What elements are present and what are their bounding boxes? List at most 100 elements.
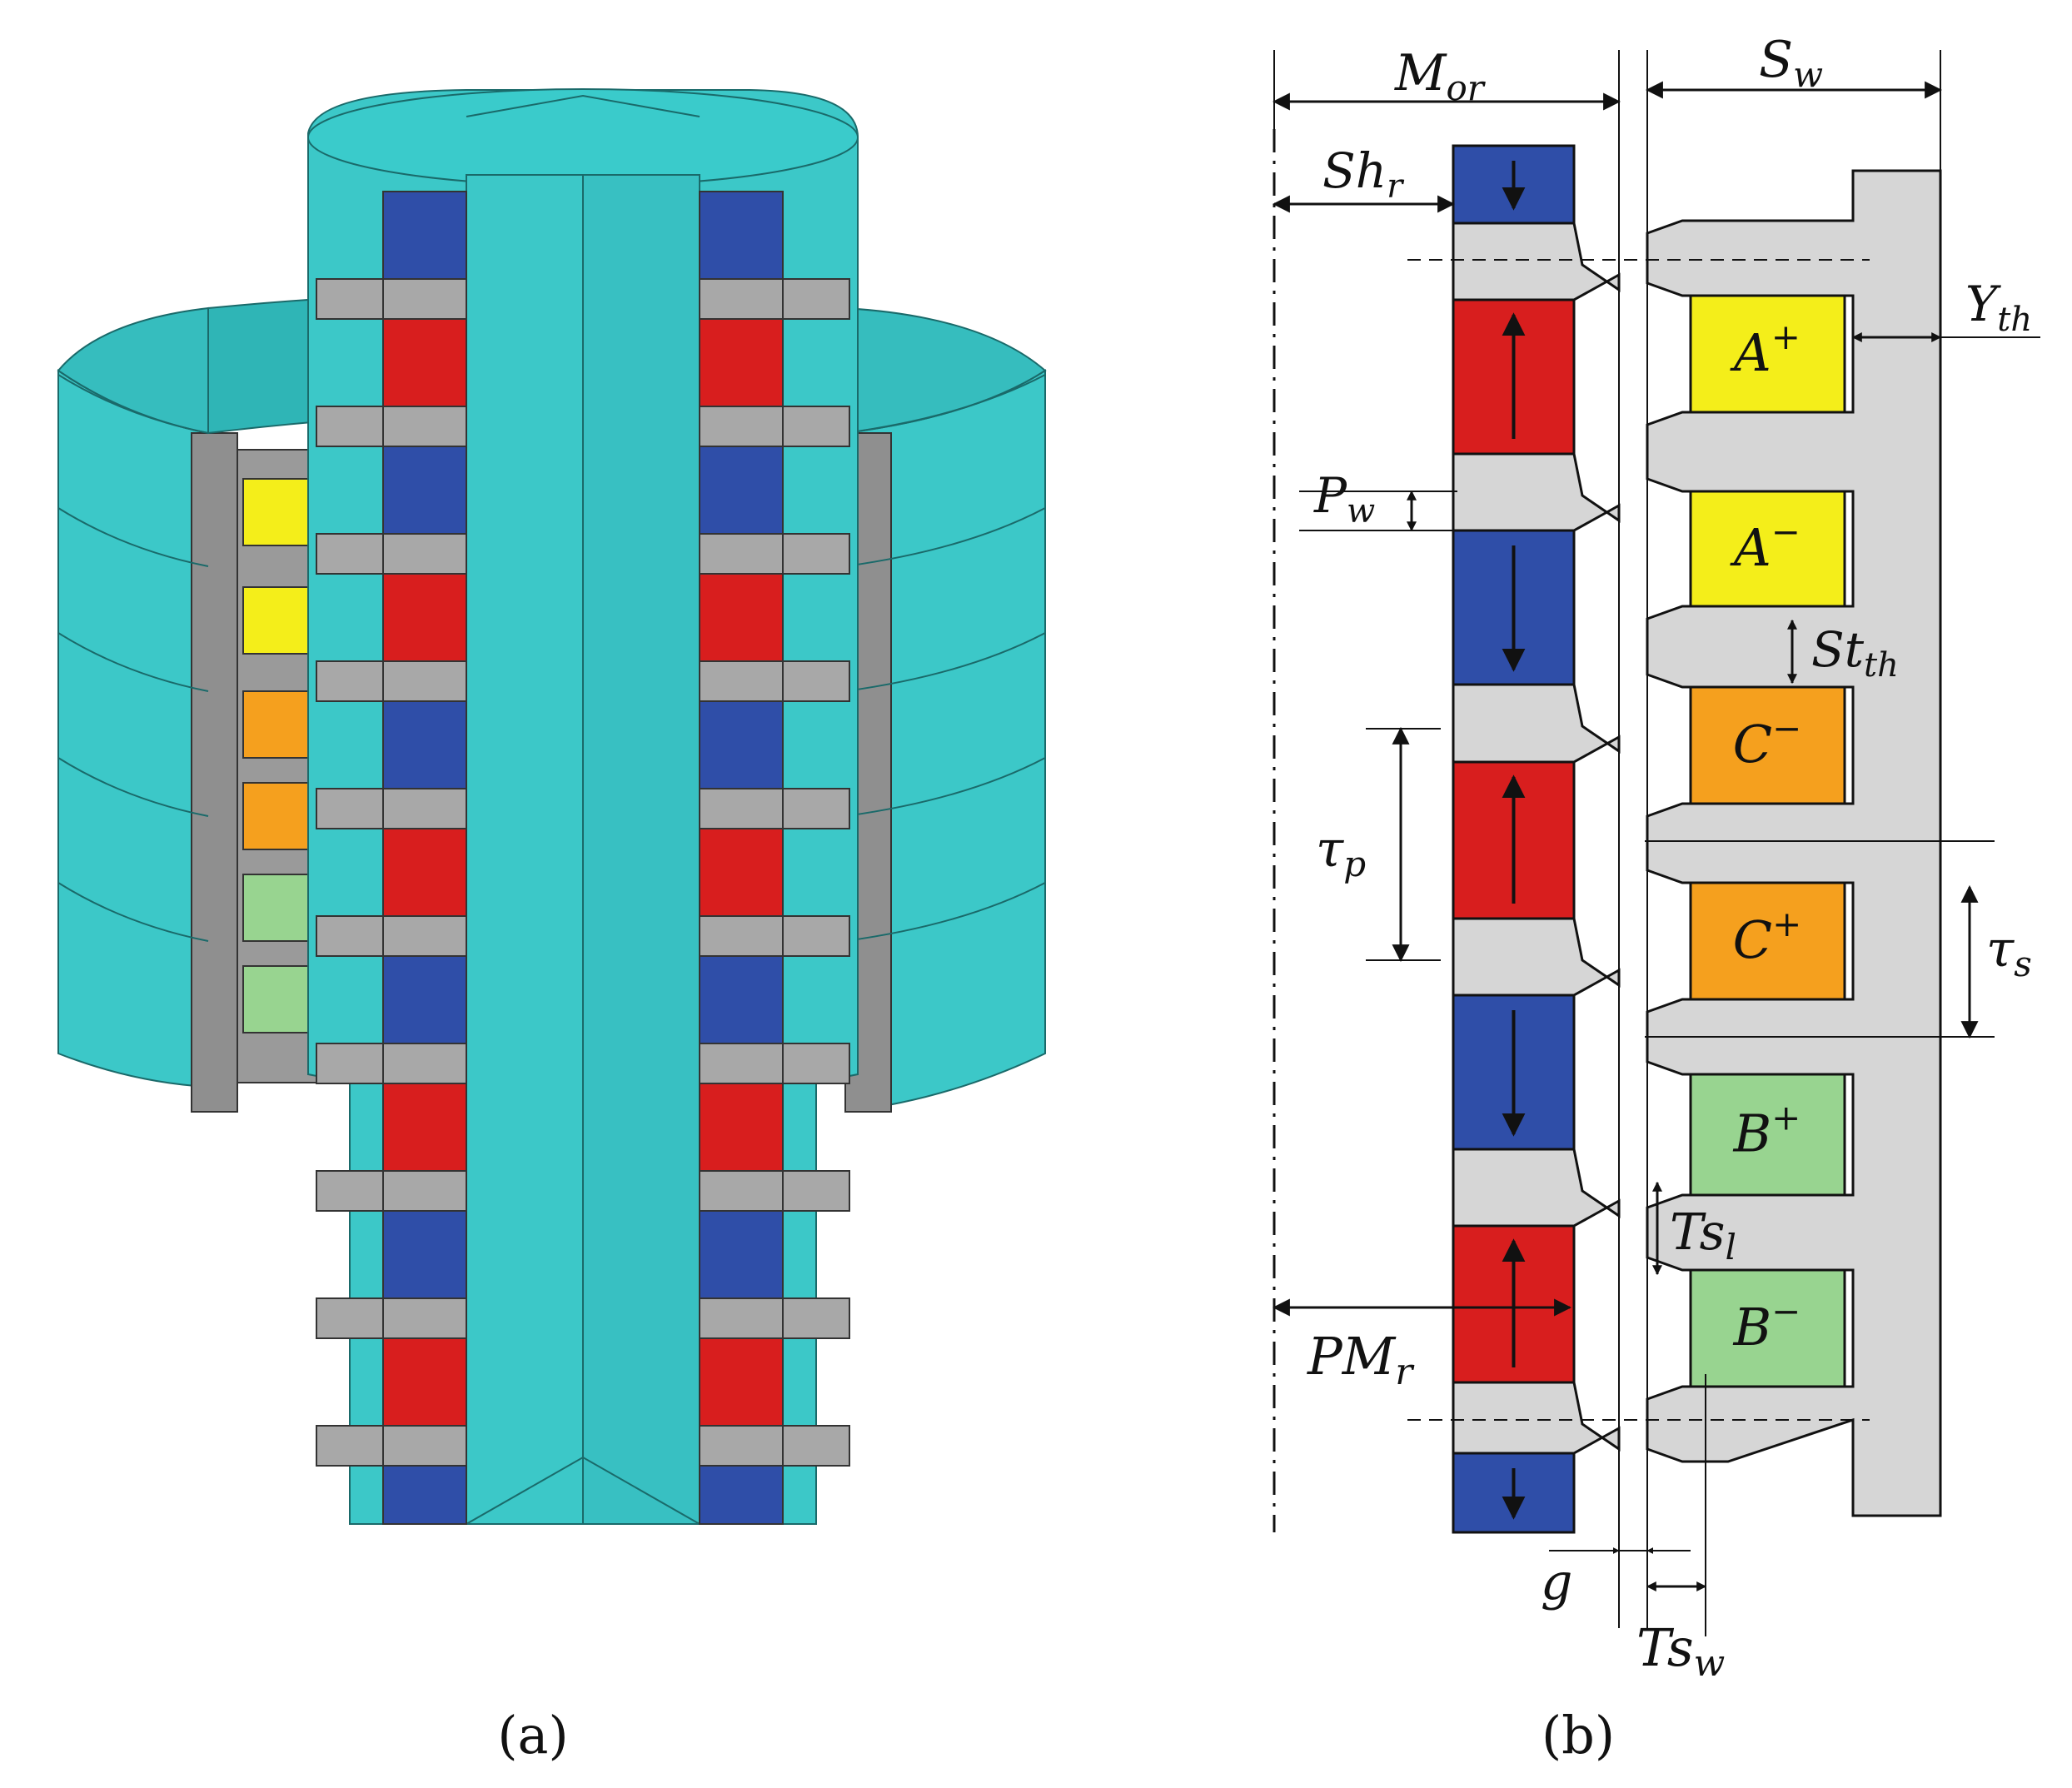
translator-segment-right: [699, 573, 784, 662]
stator-ring-line-right: [844, 632, 1046, 692]
translator-segment-left: [382, 278, 467, 320]
translator-pole-right: [782, 1297, 850, 1339]
shaft-left-face: [466, 174, 584, 1525]
translator-segment-left: [382, 533, 467, 575]
translator-pole-right: [782, 915, 850, 957]
translator-segment-right: [699, 191, 784, 280]
translator-pole-left: [316, 278, 384, 320]
translator-segment-left: [382, 406, 467, 447]
translator-segment-right: [699, 955, 784, 1044]
stator-ring-line-left: [57, 632, 209, 692]
stator-ring-line-right: [844, 757, 1046, 817]
translator-pole-left: [316, 1043, 384, 1084]
translator-magnet-stack: [316, 191, 850, 1525]
translator-segment-left: [382, 915, 467, 957]
coil-label: A+: [1730, 316, 1801, 383]
coil-label: A−: [1730, 511, 1801, 578]
translator-pole-right: [782, 533, 850, 575]
translator-segment-left: [382, 788, 467, 829]
translator-segment-right: [699, 446, 784, 535]
translator-segment-left: [382, 1297, 467, 1339]
stator-ring-line-left: [57, 374, 209, 434]
translator-segment-right: [699, 915, 784, 957]
stator-ring-lines: [57, 374, 1046, 942]
translator-segment-right: [699, 1210, 784, 1299]
translator-segment-left: [382, 1465, 467, 1525]
translator-segment-right: [699, 406, 784, 447]
translator-pole-left: [316, 406, 384, 447]
magnets: [1452, 144, 1576, 1534]
translator-segment-left: [382, 1170, 467, 1212]
label-M-or: Mor: [1394, 44, 1487, 108]
translator-segment-left: [382, 1043, 467, 1084]
translator-segment-left: [382, 700, 467, 789]
label-Ts-w: Tsw: [1636, 1617, 1725, 1685]
translator-segment-right: [699, 1170, 784, 1212]
stator-left-half: [57, 306, 238, 1113]
coil-C: [1689, 881, 1846, 1001]
translator-segment-left: [382, 318, 467, 407]
translator-segment-left: [382, 1210, 467, 1299]
label-PM-r: PMr: [1307, 1326, 1415, 1393]
translator-segment-left: [382, 191, 467, 280]
translator-pole-right: [782, 1425, 850, 1467]
translator-pole-right: [782, 406, 850, 447]
translator-segment-right: [699, 1297, 784, 1339]
label-Y-th: Yth: [1965, 276, 2032, 339]
panel-b-schematic: A+A−C−C+B+B− Mor Sw Shr Yth Pw Stth: [1272, 31, 2040, 1766]
coil-label: B−: [1733, 1291, 1801, 1357]
translator-segment-left: [382, 955, 467, 1044]
stator-ring-line-left: [57, 507, 209, 567]
label-P-w: Pw: [1313, 467, 1375, 530]
caption-a: (a): [497, 1705, 568, 1766]
translator-pole-right: [782, 278, 850, 320]
stator-ring-line-right: [844, 882, 1046, 942]
translator-segment-right: [699, 1425, 784, 1467]
translator-segment-left: [382, 446, 467, 535]
translator-segment-right: [699, 1465, 784, 1525]
translator-segment-right: [699, 318, 784, 407]
coil-B: [1689, 1073, 1846, 1197]
translator-pole-right: [782, 1170, 850, 1212]
translator-segment-right: [699, 278, 784, 320]
shaft-right-face: [582, 174, 700, 1525]
translator-pole-left: [316, 1425, 384, 1467]
translator-pole-right: [782, 1043, 850, 1084]
translator-pole-left: [316, 1297, 384, 1339]
coil-A: [1689, 294, 1846, 414]
translator-pole-left: [316, 660, 384, 702]
translator-segment-left: [382, 1425, 467, 1467]
translator-segment-right: [699, 533, 784, 575]
translator-segment-right: [699, 700, 784, 789]
coil-label: B+: [1733, 1098, 1801, 1164]
caption-b: (b): [1542, 1705, 1615, 1766]
coil-C: [1689, 685, 1846, 805]
label-g: g: [1541, 1553, 1572, 1611]
translator-pole-left: [316, 915, 384, 957]
translator-segment-left: [382, 573, 467, 662]
translator-pole-left: [316, 533, 384, 575]
translator-pole-left: [316, 788, 384, 829]
coils: A+ A− C− C+ B+ B−: [1689, 294, 1846, 1388]
translator-segment-right: [699, 1083, 784, 1172]
stator-ring-line-right: [844, 507, 1046, 567]
translator-segment-left: [382, 1337, 467, 1427]
translator-segment-left: [382, 660, 467, 702]
label-Sh-r: Shr: [1322, 142, 1405, 206]
label-S-w: Sw: [1759, 31, 1823, 95]
stator-ring-line-left: [57, 757, 209, 817]
translator-pole-left: [316, 1170, 384, 1212]
coil-B: [1689, 1268, 1846, 1388]
coil-label: C−: [1733, 708, 1802, 774]
coil-label: C+: [1733, 904, 1802, 970]
translator-top-face: [307, 88, 859, 187]
translator-segment-right: [699, 788, 784, 829]
coil-A: [1689, 490, 1846, 608]
translator-segment-right: [699, 1043, 784, 1084]
translator-pole-right: [782, 660, 850, 702]
label-tau-s: τs: [1986, 920, 2032, 984]
translator-pole-right: [782, 788, 850, 829]
panel-a-3d-cutaway: (a): [57, 88, 1047, 1766]
stator-ring-line-left: [57, 882, 209, 942]
